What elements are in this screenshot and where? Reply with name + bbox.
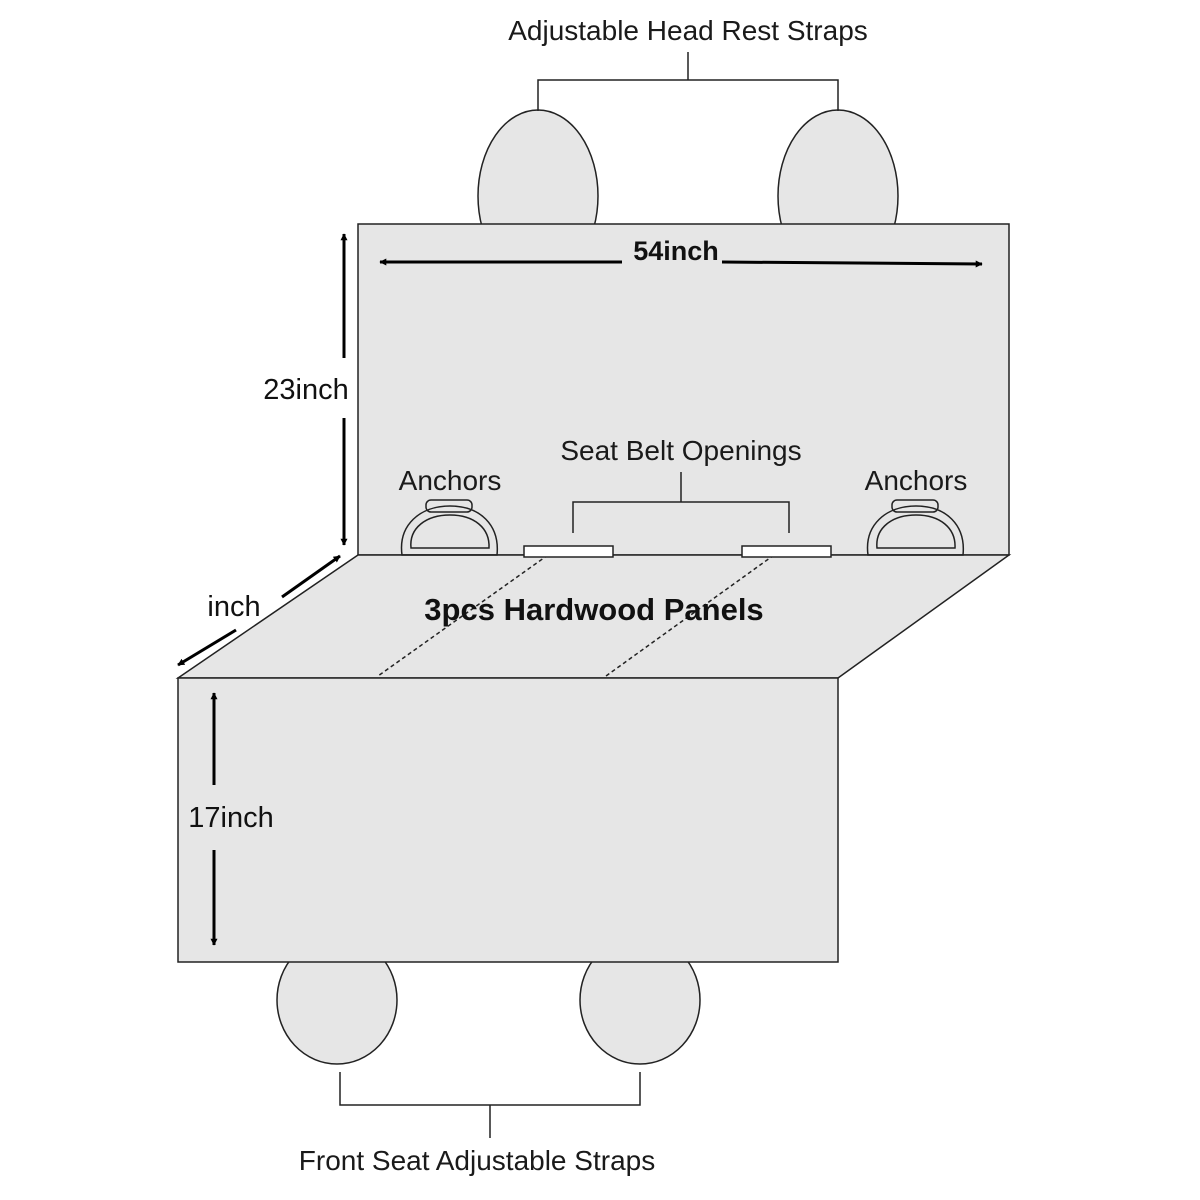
depth-arrow-down <box>177 628 237 667</box>
headrest-bracket <box>537 52 839 111</box>
seat-belt-bracket <box>572 472 790 533</box>
headrest-straps-label: Adjustable Head Rest Straps <box>508 15 868 46</box>
front-strap-bracket <box>339 1072 641 1138</box>
anchors-left-label: Anchors <box>399 465 502 496</box>
panels-label: 3pcs Hardwood Panels <box>424 592 763 627</box>
anchors-right-label: Anchors <box>865 465 968 496</box>
width-label: 54inch <box>633 236 719 266</box>
depth-arrow-up <box>281 554 341 599</box>
front-height-label: 17inch <box>188 802 273 834</box>
seat-belt-openings-label: Seat Belt Openings <box>560 435 801 466</box>
back-panel <box>357 223 1010 556</box>
front-seat-straps-label: Front Seat Adjustable Straps <box>299 1145 655 1176</box>
width-arrow-right <box>721 260 983 268</box>
seat-belt-opening-left <box>523 545 614 558</box>
anchor-right-icon <box>866 499 964 556</box>
front-panel <box>177 677 839 963</box>
back-height-label: 23inch <box>263 374 348 406</box>
anchor-left-icon <box>400 499 498 556</box>
depth-label: inch <box>207 591 260 623</box>
seat-belt-opening-right <box>741 545 832 558</box>
